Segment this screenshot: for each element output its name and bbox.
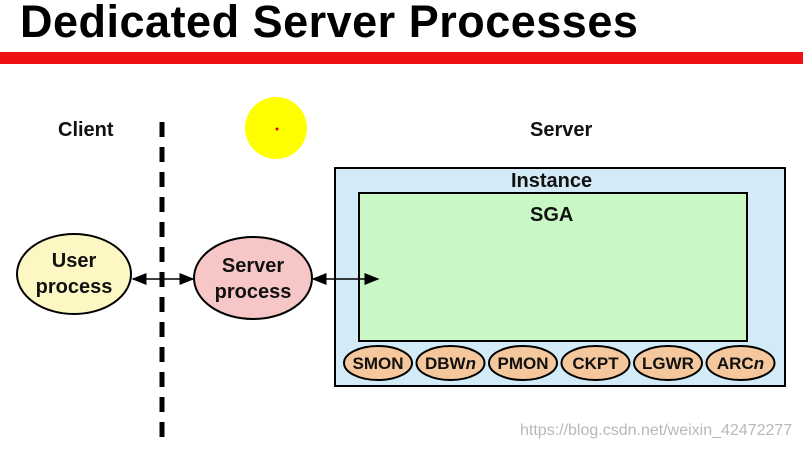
server-process-line2: process xyxy=(214,281,292,303)
instance-label: Instance xyxy=(511,170,593,192)
bg-process-dbwn-label: DBWn xyxy=(425,354,476,373)
bg-process-lgwr-label: LGWR xyxy=(642,354,694,373)
title-underline-bar xyxy=(0,52,803,64)
cursor-dot xyxy=(275,127,279,131)
bg-process-lgwr-ellipse xyxy=(633,345,703,381)
watermark: https://blog.csdn.net/weixin_42472277 xyxy=(520,422,793,439)
bg-process-arcn-label: ARCn xyxy=(717,354,764,373)
user-process-ellipse xyxy=(16,233,132,315)
server-label: Server xyxy=(530,119,593,141)
bg-process-smon-ellipse xyxy=(343,345,413,381)
user-process-label: User process xyxy=(17,248,131,300)
user-process-line1: User xyxy=(51,250,97,272)
bg-process-smon-label: SMON xyxy=(353,354,404,373)
server-process-label: Server process xyxy=(194,253,312,305)
server-process-line1: Server xyxy=(221,255,285,277)
bg-process-pmon-ellipse xyxy=(488,345,558,381)
background-processes: SMON DBWn PMON CKPT LGWR ARCn xyxy=(343,345,776,381)
bg-process-ckpt-label: CKPT xyxy=(572,354,619,373)
sga-box xyxy=(358,192,748,342)
sga-label: SGA xyxy=(530,204,574,226)
slide-title: Dedicated Server Processes xyxy=(20,0,639,47)
bg-process-dbwn-ellipse xyxy=(415,345,486,381)
bg-process-arcn-ellipse xyxy=(705,345,776,381)
user-process-line2: process xyxy=(35,276,113,298)
bg-process-pmon-label: PMON xyxy=(498,354,549,373)
bg-process-ckpt-ellipse xyxy=(560,345,631,381)
client-label: Client xyxy=(58,119,114,141)
